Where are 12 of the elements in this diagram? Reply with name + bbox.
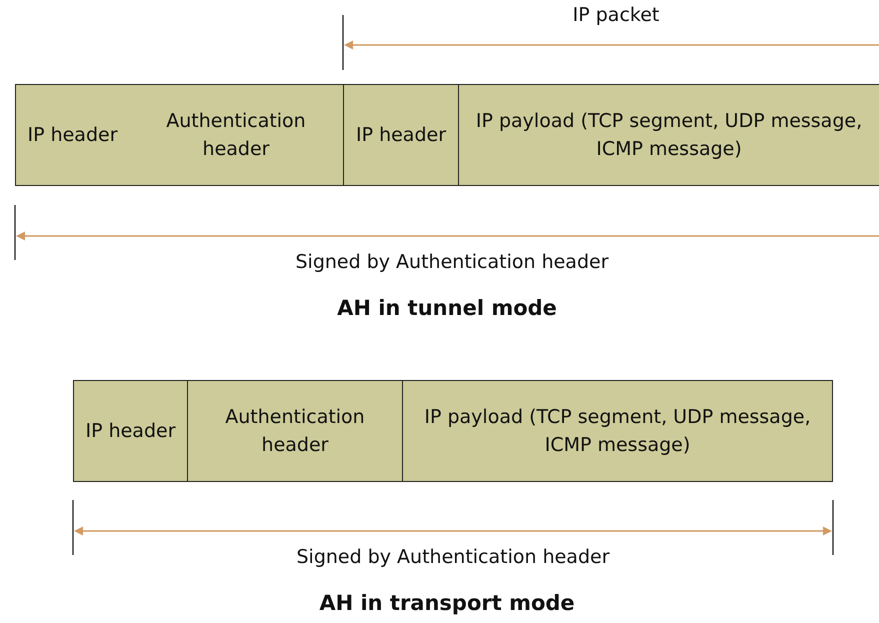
packet-field: IP header bbox=[15, 84, 130, 186]
packet-field: Authentication header bbox=[188, 380, 403, 482]
dimension-label: IP packet bbox=[572, 4, 660, 26]
packet-field: IP payload (TCP segment, UDP message, ICMP message) bbox=[403, 380, 833, 482]
section-title: AH in transport mode bbox=[319, 591, 575, 615]
dimension-label: Signed by Authentication header bbox=[296, 546, 610, 568]
dimension-label: Signed by Authentication header bbox=[295, 251, 609, 273]
packet-field: Authentication header bbox=[129, 84, 344, 186]
packet-field: IP header bbox=[344, 84, 459, 186]
section-title: AH in tunnel mode bbox=[337, 296, 557, 320]
packet-field: IP payload (TCP segment, UDP message, ICMP message) bbox=[459, 84, 879, 186]
packet-field: IP header bbox=[73, 380, 188, 482]
